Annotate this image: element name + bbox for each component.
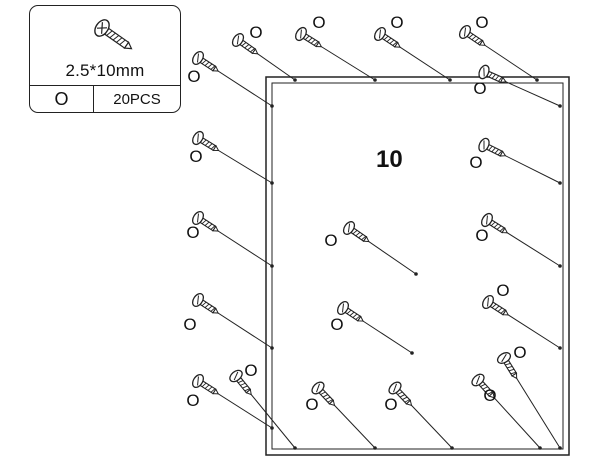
screw-label: O <box>475 13 488 32</box>
screw-hole-marker <box>558 181 562 185</box>
screw-icon <box>482 294 510 316</box>
screw-callout: O <box>295 13 377 82</box>
screw-hole-marker <box>270 104 274 108</box>
screw-hole-marker <box>270 181 274 185</box>
screw-label: O <box>384 395 397 414</box>
screw-callout: O <box>384 381 454 450</box>
screw-label: O <box>187 67 200 86</box>
screw-callout: O <box>473 64 562 108</box>
screw-callout: O <box>305 381 377 450</box>
quantity-label: 20PCS <box>113 91 161 108</box>
screw-label: O <box>469 153 482 172</box>
screw-callout: O <box>496 343 562 450</box>
screw-hole-marker <box>450 446 454 450</box>
screw-icon <box>191 50 219 72</box>
step-number: 10 <box>376 146 403 173</box>
screw-icon <box>478 137 507 157</box>
screw-callout: O <box>187 50 274 108</box>
screw-label: O <box>244 361 257 380</box>
screw-callout: O <box>189 130 274 185</box>
screw-hole-marker <box>293 78 297 82</box>
screw-icon <box>458 25 486 46</box>
screw-hole-marker <box>410 351 414 355</box>
screw-hole-marker <box>373 78 377 82</box>
screw-callout: O <box>330 300 414 355</box>
screw-hole-marker <box>448 78 452 82</box>
screw-hole-marker <box>558 264 562 268</box>
screw-label: O <box>189 147 202 166</box>
screw-label: O <box>330 315 343 334</box>
screw-icon <box>336 300 364 322</box>
screw-label: O <box>473 79 486 98</box>
screw-callout: O <box>186 210 274 268</box>
legend-table-row: O 20PCS <box>30 85 180 113</box>
screw-label: O <box>475 226 488 245</box>
screw-callout: O <box>229 361 297 450</box>
screw-hole-marker <box>558 104 562 108</box>
screw-label: O <box>312 13 325 32</box>
screw-hole-marker <box>270 264 274 268</box>
screw-callout: O <box>458 13 539 82</box>
screw-icon <box>191 210 219 232</box>
screw-hole-marker <box>293 446 297 450</box>
screw-icon <box>481 212 509 234</box>
screw-icon <box>478 64 507 84</box>
screw-callout: O <box>186 373 274 430</box>
screw-label: O <box>513 343 526 362</box>
screw-callout: O <box>231 23 297 82</box>
screw-icon <box>342 221 370 243</box>
screw-icon <box>496 352 518 380</box>
screw-callout: O <box>183 292 274 350</box>
screw-callout: O <box>471 373 542 450</box>
screw-icon <box>229 369 252 396</box>
screw-hole-marker <box>558 346 562 350</box>
screw-hole-marker <box>538 446 542 450</box>
screw-label: O <box>483 386 496 405</box>
screw-icon <box>192 373 220 395</box>
screw-icon <box>94 19 133 50</box>
screw-icon <box>388 381 413 407</box>
screw-label: O <box>186 391 199 410</box>
screw-label: O <box>186 223 199 242</box>
screw-hole-marker <box>558 446 562 450</box>
screw-icon <box>295 26 323 48</box>
screw-hole-marker <box>373 446 377 450</box>
screw-size-label: 2.5*10mm <box>65 61 145 80</box>
screw-label: O <box>249 23 262 42</box>
screw-callout: O <box>469 137 562 185</box>
screw-hole-marker <box>535 78 539 82</box>
screw-label: O <box>183 315 196 334</box>
screw-hole-marker <box>270 426 274 430</box>
screw-icon <box>311 381 336 407</box>
screw-label: O <box>324 231 337 250</box>
screw-icon <box>471 373 495 399</box>
screw-hole-marker <box>270 346 274 350</box>
screw-icon <box>231 33 259 55</box>
screw-callout: O <box>482 281 562 350</box>
screw-group: O O O O O O O O O O O O O O O O O O O O <box>183 13 562 450</box>
screw-label: O <box>390 13 403 32</box>
screw-callout: O <box>475 212 562 268</box>
screw-callout: O <box>373 13 452 82</box>
screw-hole-marker <box>414 272 418 276</box>
screw-icon <box>192 130 220 152</box>
screw-callout: O <box>324 221 418 276</box>
screw-label: O <box>496 281 509 300</box>
screw-icon <box>191 292 219 314</box>
part-code-label: O <box>30 86 94 113</box>
screw-icon <box>373 26 401 48</box>
screw-label: O <box>305 395 318 414</box>
parts-legend: 2.5*10mm O 20PCS <box>29 5 181 113</box>
